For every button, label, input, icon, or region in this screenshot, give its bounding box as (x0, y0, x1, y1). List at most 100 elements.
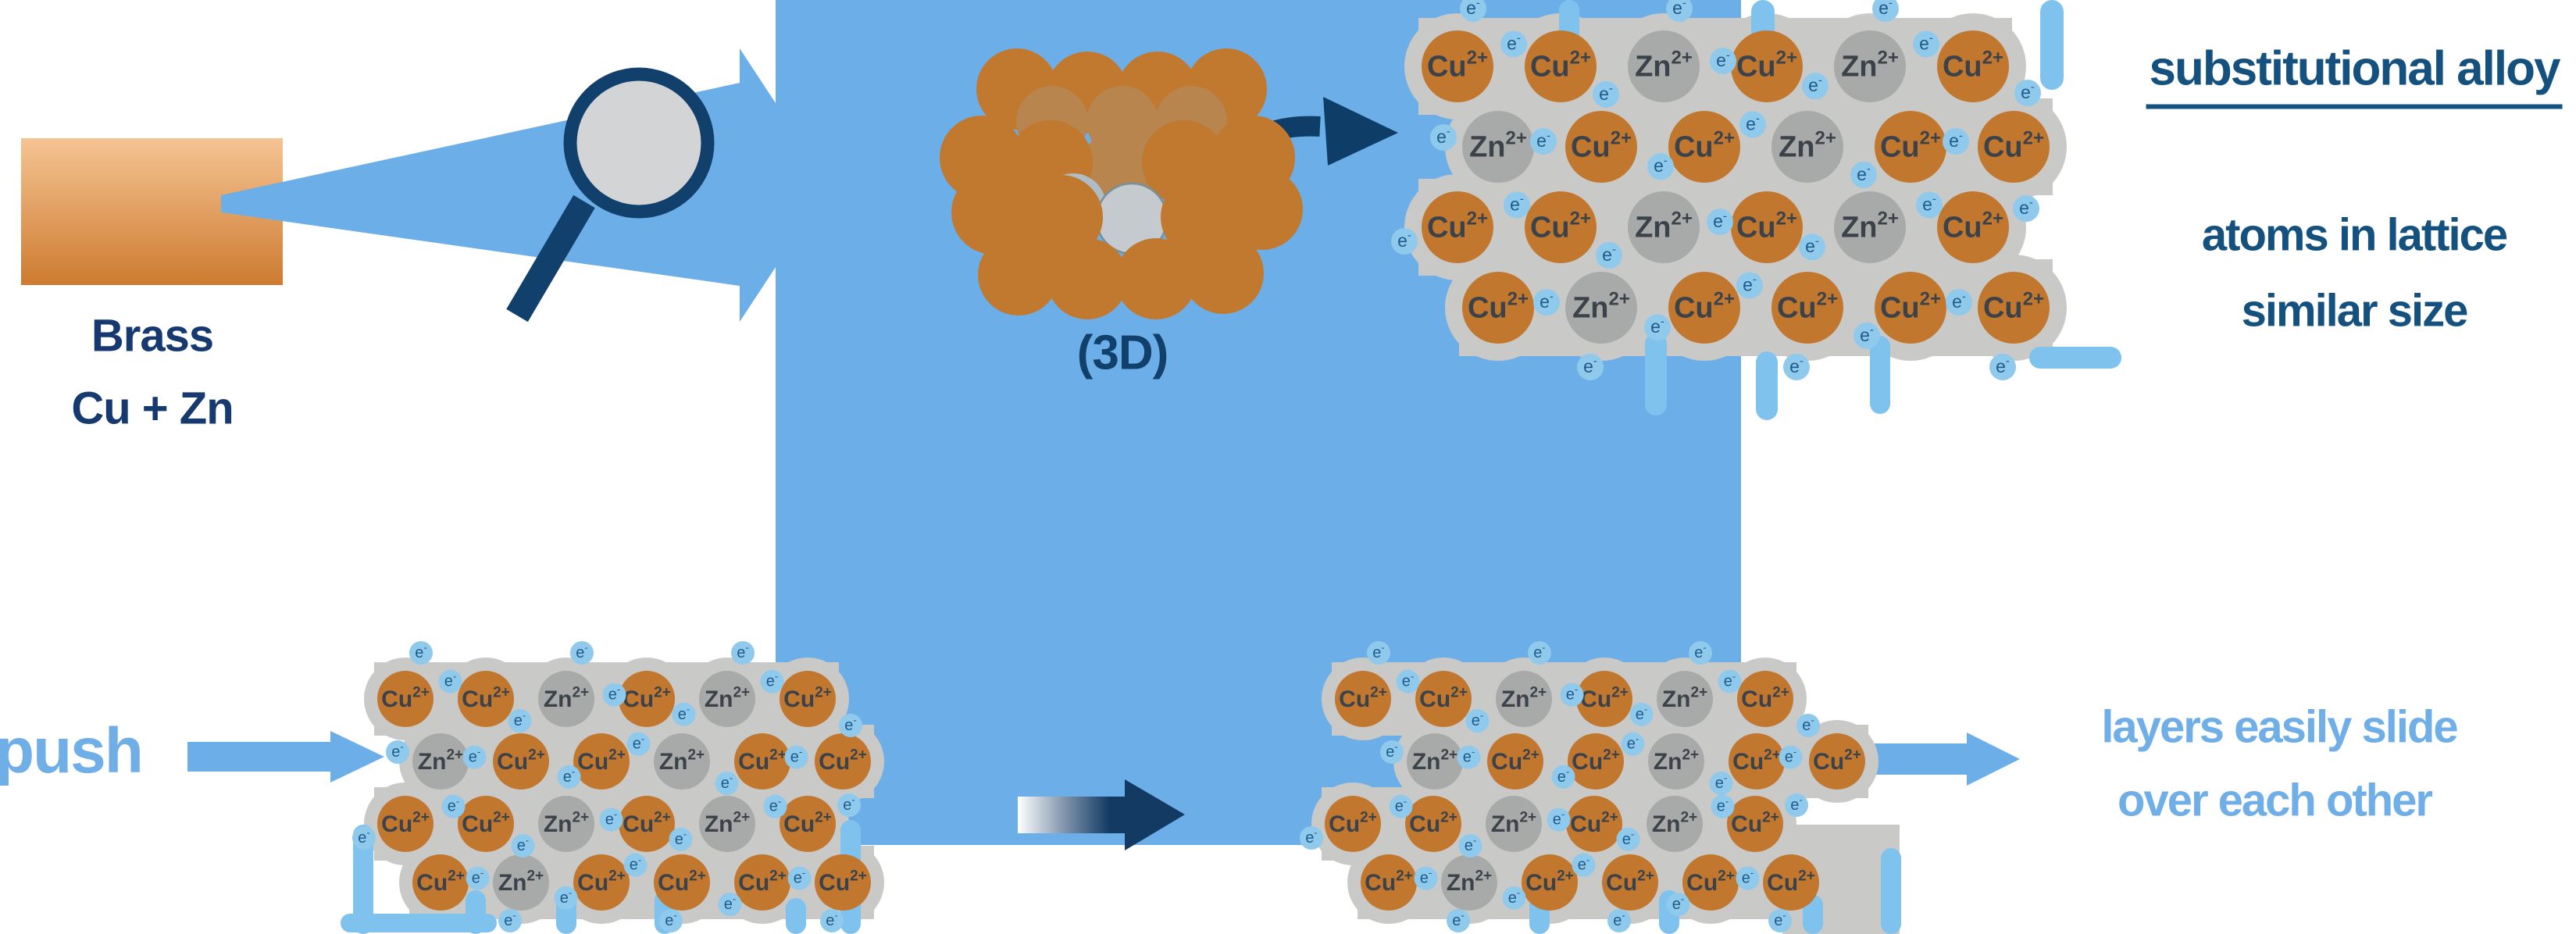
electron (1621, 732, 1645, 756)
cluster-sphere-front (1183, 233, 1264, 314)
electron-label: e- (1790, 794, 1802, 814)
electron-label: e- (514, 710, 526, 729)
electron-label: e- (1654, 155, 1668, 176)
electron-streak (353, 825, 373, 934)
electron-label: e- (1540, 290, 1554, 312)
electron-label: e- (794, 867, 805, 886)
cu-ion (1422, 191, 1493, 263)
cu-ion-label: Cu2+ (1580, 684, 1629, 712)
cluster-sphere-front (1222, 169, 1303, 250)
cu-ion-label: Cu2+ (1427, 209, 1488, 244)
cu-ion (1809, 733, 1865, 790)
zn-ion-label: Zn2+ (544, 684, 589, 712)
electron-label: e- (843, 794, 855, 814)
electron (1457, 745, 1481, 769)
cu-ion (815, 733, 871, 790)
cu-ion-label: Cu2+ (462, 684, 510, 712)
electron-label: e- (1715, 772, 1727, 792)
electron (1989, 354, 2016, 380)
electron (669, 827, 693, 851)
electron-label: e- (1805, 235, 1819, 257)
electron-label: e- (1420, 867, 1432, 886)
electron (1710, 48, 1736, 75)
electron (1596, 241, 1622, 269)
cu-ion (412, 854, 469, 911)
electron (718, 893, 742, 917)
cu-ion-label: Cu2+ (1571, 128, 1632, 164)
electron (1391, 228, 1418, 255)
zn-ion-label: Zn2+ (1469, 128, 1527, 164)
electron-label: e- (1566, 683, 1578, 703)
electron (1458, 834, 1482, 858)
cu-ion (1682, 854, 1739, 911)
electron (1577, 354, 1604, 380)
zn-ion (1496, 671, 1552, 727)
cu-ion (1978, 272, 2050, 344)
cluster-3d-label: (3D) (1076, 326, 1169, 380)
cu-ion (815, 854, 871, 911)
electron-label: e- (724, 893, 736, 913)
electron (1629, 702, 1654, 726)
cu-ion-label: Cu2+ (658, 868, 706, 896)
cu-ion-label: Cu2+ (623, 684, 671, 712)
electron-label: e- (1636, 703, 1647, 722)
ion-lattice-top-right: Cu2+Cu2+Zn2+Cu2+Zn2+Cu2+Zn2+Cu2+Cu2+Zn2+… (1391, 0, 2121, 420)
electron-label: e- (1949, 129, 1963, 151)
electron (1300, 826, 1323, 850)
electron (554, 886, 578, 910)
electron-label: e- (1717, 795, 1729, 815)
electron-label: e- (1386, 741, 1397, 761)
cu-ion (1737, 671, 1793, 727)
electron-label: e- (1627, 733, 1639, 752)
cu-ion-label: Cu2+ (416, 868, 465, 896)
cu-ion (1668, 111, 1740, 183)
electron (1666, 0, 1693, 22)
zn-ion (1407, 733, 1463, 790)
zn-ion-label: Zn2+ (705, 684, 750, 712)
electron (659, 909, 683, 932)
electron-label: e- (1878, 0, 1893, 18)
cu-ion-label: Cu2+ (1339, 684, 1387, 712)
electron-label: e- (1510, 193, 1524, 215)
cu-ion (1568, 733, 1624, 790)
electron-label: e- (1952, 290, 1966, 312)
electron-label: e- (1305, 827, 1317, 847)
electron-label: e- (1746, 112, 1760, 134)
electron-label: e- (448, 795, 459, 815)
electron (1414, 866, 1438, 890)
electron (731, 641, 755, 665)
electron-label: e- (576, 642, 587, 661)
dynamic-layer: Cu2+ Cu2+ Zn2+ Cu2+ Zn2+ Cu2+ Zn2+ Cu2+ Cu2+ Zn2+… (341, 0, 2121, 934)
cu-ion (1875, 111, 1946, 183)
zn-ion-label: Zn2+ (1654, 747, 1699, 775)
electron (1572, 853, 1596, 877)
electron-label: e- (1466, 0, 1480, 18)
cu-ion-label: Cu2+ (1468, 289, 1529, 325)
electron-label: e- (1553, 808, 1565, 828)
cluster-sphere-front (1047, 238, 1128, 319)
electron-label: e- (1472, 710, 1483, 729)
magnifier-lens (570, 74, 708, 212)
electron-label: e- (1578, 854, 1589, 873)
extract-arrow-head (1323, 97, 1398, 166)
magnifier-ring (563, 67, 715, 219)
cu-ion-label: Cu2+ (623, 809, 671, 837)
electron (1560, 683, 1584, 707)
zn-ion (699, 796, 755, 852)
cu-ion (573, 854, 630, 911)
headline-substitutional-alloy: substitutional alloy (2146, 41, 2563, 109)
cu-ion (1731, 30, 1803, 102)
electron (602, 683, 626, 707)
electron-label: e- (1395, 795, 1407, 815)
electron (784, 745, 808, 769)
electron-streak (1645, 333, 1667, 415)
electron-label: e- (1789, 355, 1804, 376)
cu-ion-label: Cu2+ (1983, 289, 2044, 325)
electron (409, 641, 433, 665)
zn-ion (493, 854, 549, 911)
note-similar-size: similar size (2241, 285, 2469, 337)
brass-label-line2: Cu + Zn (71, 383, 234, 434)
zn-ion (1647, 796, 1703, 852)
cu-ion (1525, 191, 1597, 263)
